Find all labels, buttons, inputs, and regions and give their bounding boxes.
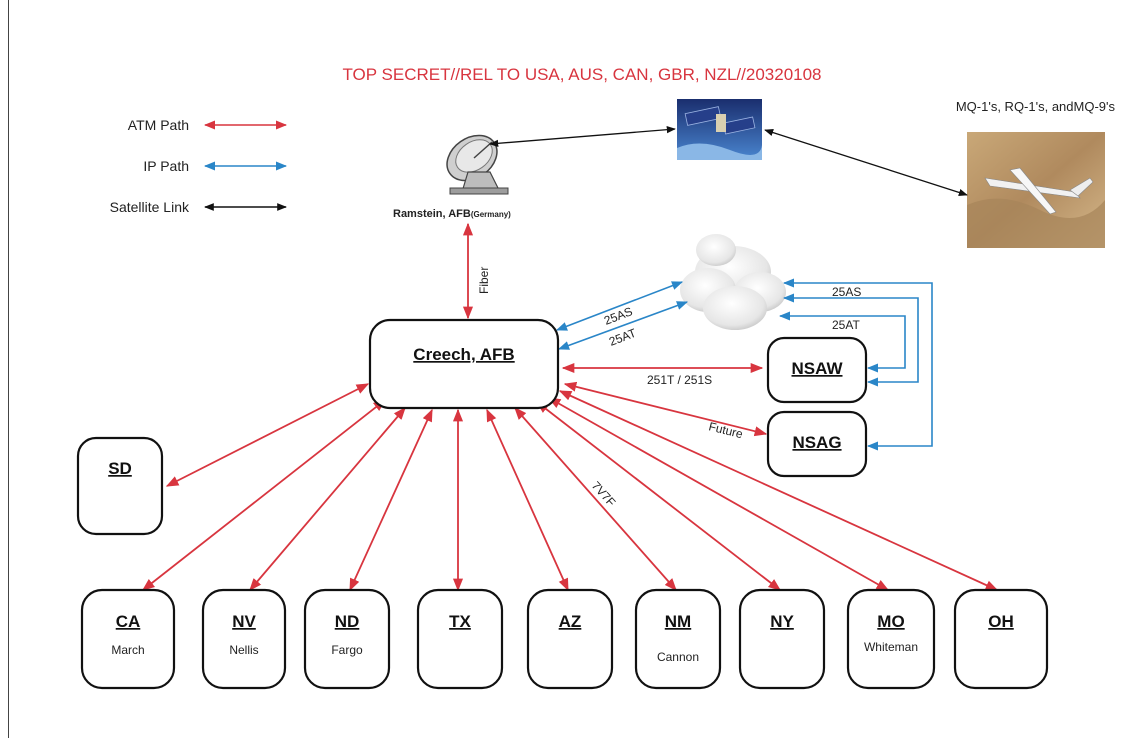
drone-label: MQ-1's, RQ-1's, andMQ-9's <box>956 99 1116 114</box>
node-nd-sub: Fargo <box>331 643 363 657</box>
atm-links <box>142 362 999 592</box>
node-nv: NV Nellis <box>201 588 287 690</box>
atm-link-nv <box>249 407 406 591</box>
node-tx: TX <box>416 588 504 690</box>
drone-photo-icon <box>967 132 1105 248</box>
atm-link-sd <box>165 383 370 487</box>
ip-link-25at <box>557 301 689 350</box>
label-future: Future <box>707 419 744 441</box>
node-oh: OH <box>953 588 1049 690</box>
label-nsaw-path: 251T / 251S <box>647 373 712 387</box>
atm-link-nd <box>349 408 433 592</box>
atm-link-oh <box>558 390 999 591</box>
sat-link-drones <box>764 129 968 196</box>
sat-link-ramstein <box>489 126 676 147</box>
ip-link-nsaw-25as <box>782 293 919 387</box>
legend: ATM Path IP Path Satellite Link <box>110 117 288 215</box>
node-ca-sub: March <box>111 643 144 657</box>
node-nm: NM Cannon <box>634 588 722 690</box>
node-nd-label: ND <box>335 612 360 631</box>
node-ca-label: CA <box>116 612 141 631</box>
atm-link-ca <box>142 399 386 591</box>
satellite-icon <box>677 99 762 160</box>
classification-banner: TOP SECRET//REL TO USA, AUS, CAN, GBR, N… <box>342 65 821 84</box>
node-mo-label: MO <box>877 612 904 631</box>
satellite-dish-icon <box>446 134 509 195</box>
label-code: 7V7F <box>589 479 619 510</box>
label-25at-right: 25AT <box>832 318 860 332</box>
node-nv-label: NV <box>232 612 256 631</box>
ramstein-label: Ramstein, AFB(Germany) <box>393 208 511 220</box>
node-sd <box>76 436 164 536</box>
legend-atm-label: ATM Path <box>128 117 189 133</box>
node-creech <box>368 318 560 410</box>
node-az: AZ <box>526 588 614 690</box>
label-25as-diag: 25AS <box>602 304 634 328</box>
legend-satellite-label: Satellite Link <box>110 199 190 215</box>
node-sd-label: SD <box>108 459 132 478</box>
node-ny: NY <box>738 588 826 690</box>
node-nsaw <box>766 336 868 404</box>
node-nd: ND Fargo <box>303 588 391 690</box>
node-nm-sub: Cannon <box>657 650 699 664</box>
page-margin-rule <box>8 0 9 738</box>
node-mo-sub: Whiteman <box>864 640 918 654</box>
fiber-label: Fiber <box>477 267 491 294</box>
atm-link-az <box>486 408 569 592</box>
label-25as-right: 25AS <box>832 285 861 299</box>
node-az-label: AZ <box>559 612 582 631</box>
ip-link-nsaw-25at <box>778 311 906 373</box>
legend-ip-label: IP Path <box>143 158 189 174</box>
node-ny-label: NY <box>770 612 794 631</box>
node-nsaw-label: NSAW <box>792 359 844 378</box>
atm-link-nm <box>514 407 677 591</box>
node-nv-sub: Nellis <box>229 643 258 657</box>
node-mo: MO Whiteman <box>846 588 936 690</box>
node-nsag-label: NSAG <box>792 433 841 452</box>
node-nm-label: NM <box>665 612 691 631</box>
node-tx-label: TX <box>449 612 471 631</box>
node-nsag <box>766 410 868 478</box>
node-creech-label: Creech, AFB <box>413 345 514 364</box>
node-oh-label: OH <box>988 612 1014 631</box>
cloud-icon <box>680 234 786 330</box>
node-ca: CA March <box>80 588 176 690</box>
